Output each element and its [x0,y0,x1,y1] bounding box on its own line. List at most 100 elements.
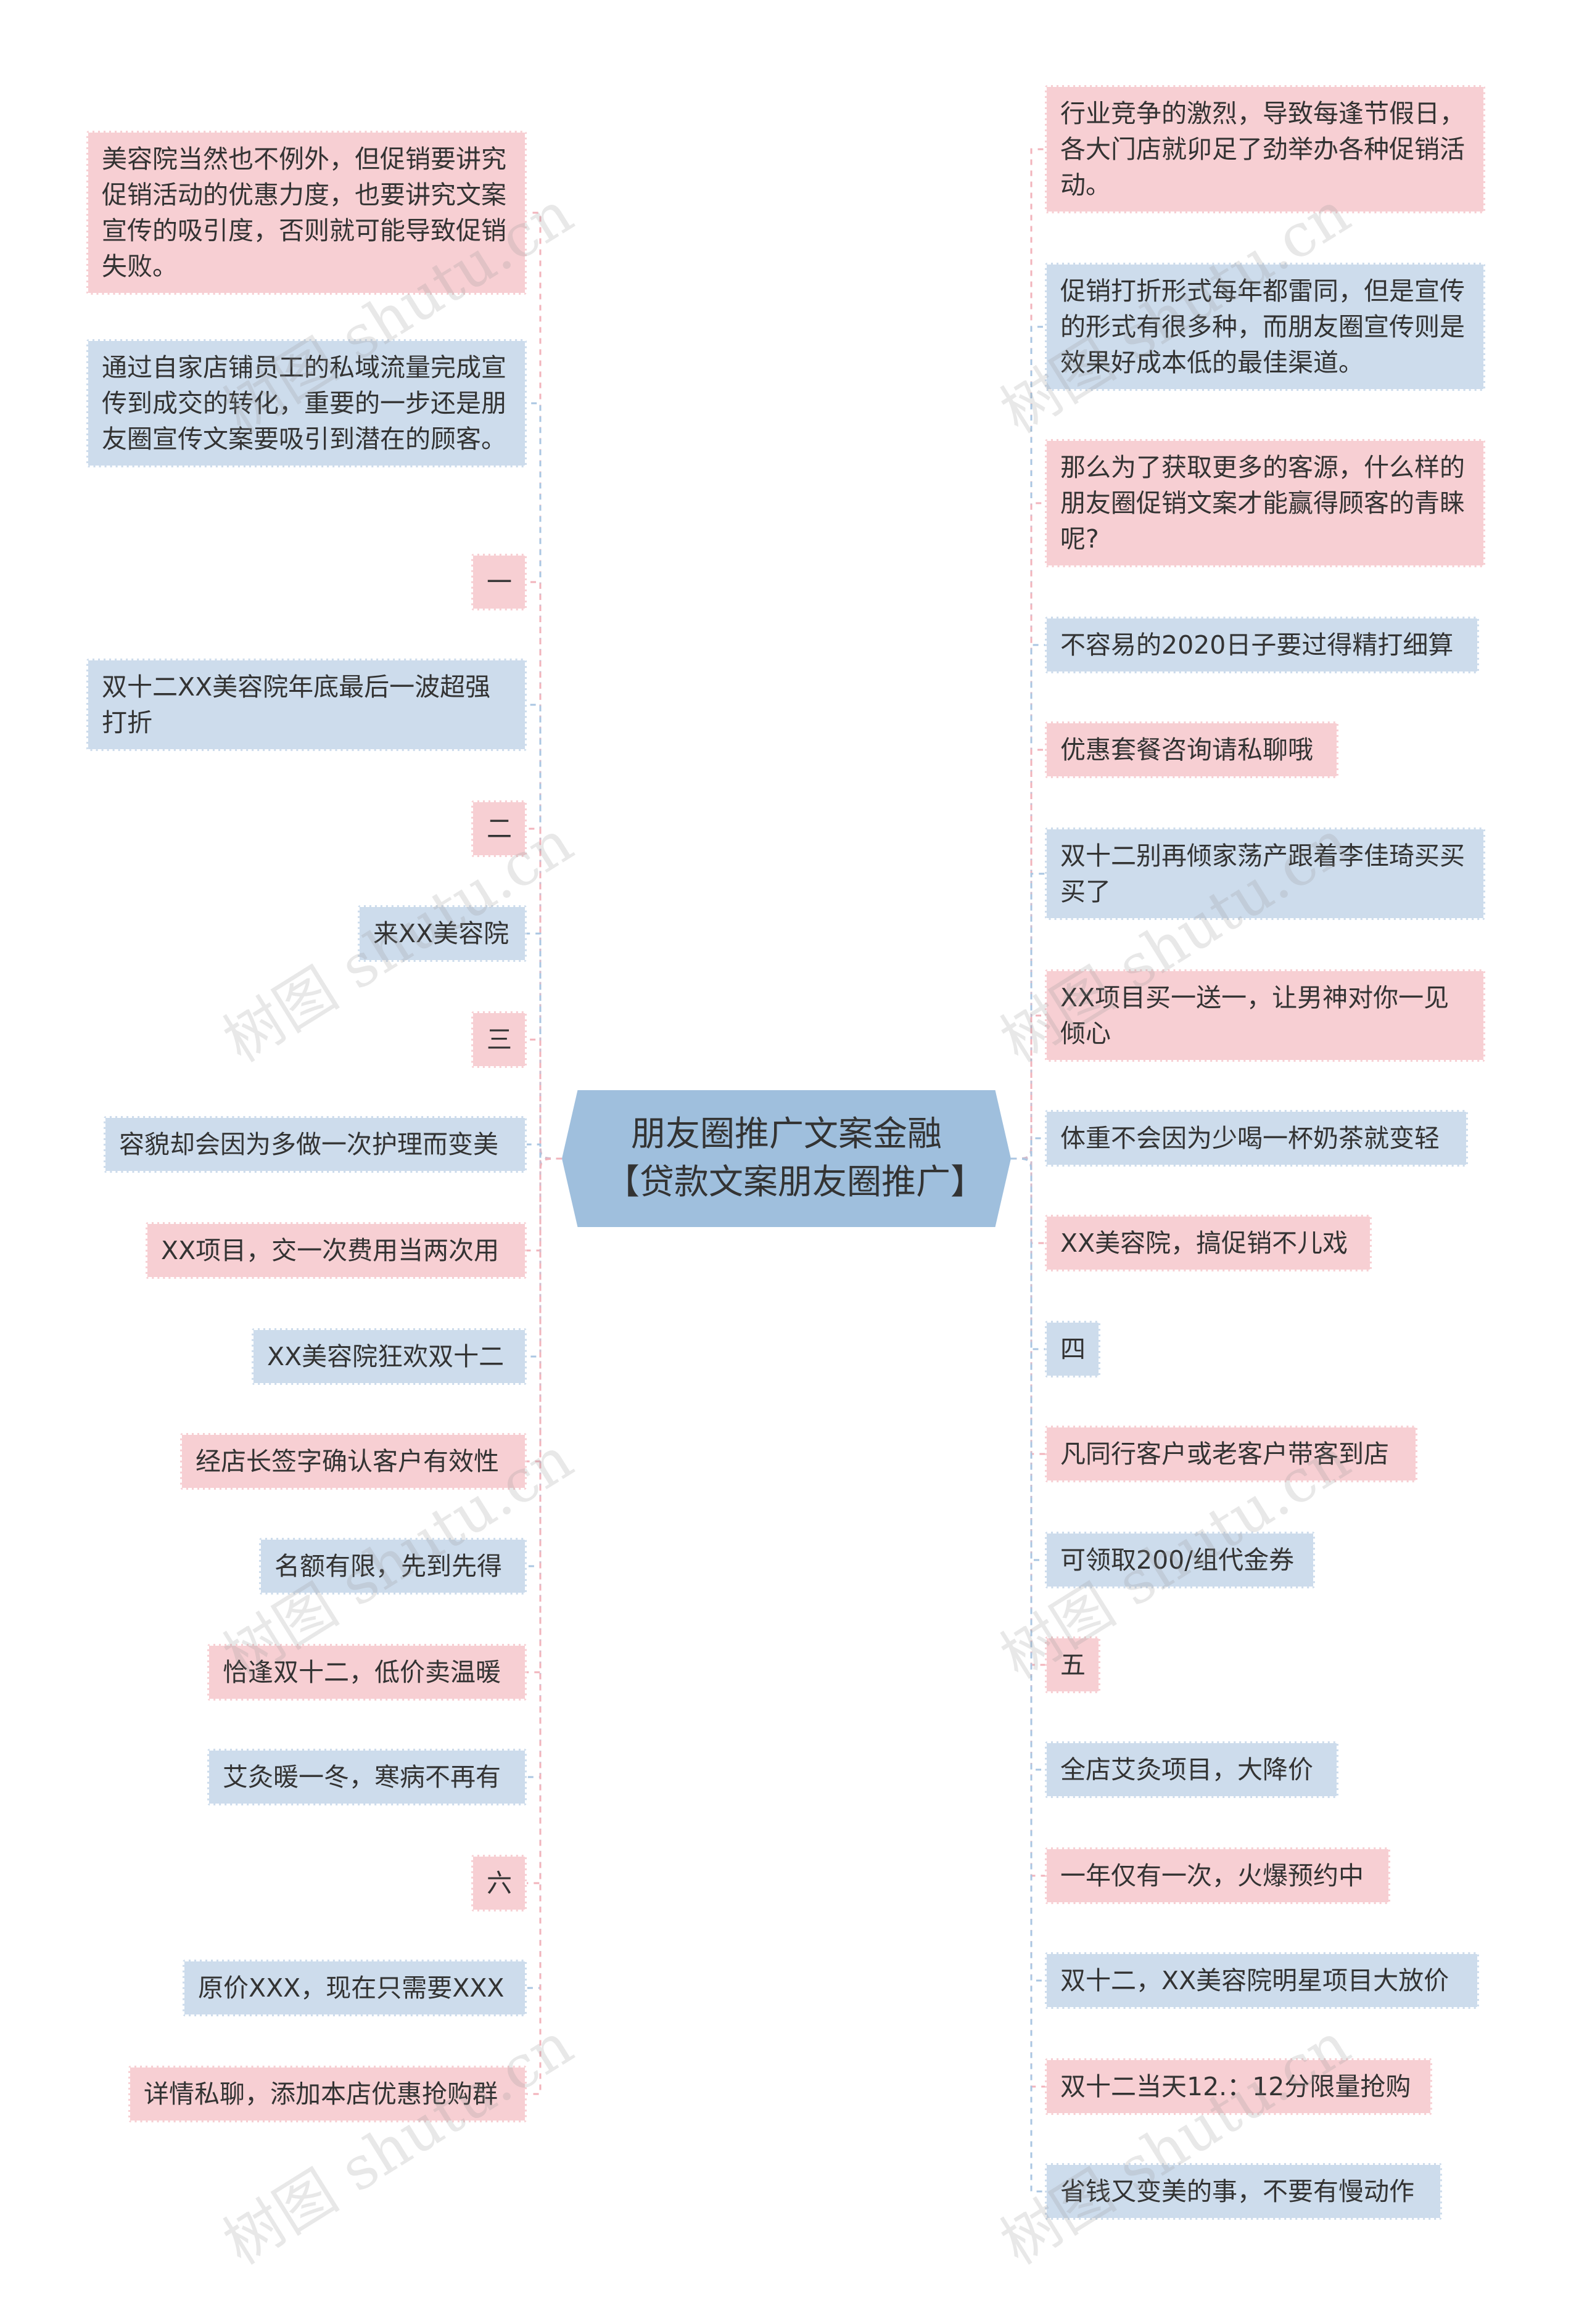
right-node-3-label: 那么为了获取更多的客源，什么样的朋友圈促销文案才能赢得顾客的青睐呢? [1060,453,1465,554]
right-node-8[interactable]: 体重不会因为少喝一杯奶茶就变轻 [1045,1110,1468,1167]
right-node-12[interactable]: 可领取200/组代金券 [1045,1532,1315,1588]
right-node-17[interactable]: 双十二当天12.：12分限量抢购 [1045,2058,1432,2115]
central-topic[interactable]: 朋友圈推广文案金融【贷款文案朋友圈推广】 [562,1090,1011,1227]
connector-left-node-14 [527,1157,563,1778]
right-node-11[interactable]: 凡同行客户或老客户带客到店 [1045,1426,1417,1482]
connector-right-node-4 [1010,644,1045,1160]
connector-right-node-9 [1010,1157,1045,1244]
right-node-7[interactable]: XX项目买一送一，让男神对你一见倾心 [1045,969,1485,1062]
left-node-2-label: 通过自家店铺员工的私域流量完成宣传到成交的转化，重要的一步还是朋友圈宣传文案要吸… [102,353,506,454]
left-node-8-label: 容貌却会因为多做一次护理而变美 [119,1130,498,1159]
connector-left-node-13 [527,1157,563,1673]
connector-right-node-8 [1010,1137,1045,1160]
connector-right-node-15 [1010,1157,1045,1877]
right-node-12-label: 可领取200/组代金券 [1060,1545,1295,1575]
left-node-9-label: XX项目，交一次费用当两次用 [161,1236,500,1265]
left-node-14-label: 艾灸暖一冬，寒病不再有 [223,1762,501,1792]
right-node-16[interactable]: 双十二，XX美容院明星项目大放价 [1045,1952,1479,2009]
connector-right-node-2 [1010,326,1045,1160]
connector-right-node-13 [1010,1157,1045,1666]
right-node-8-label: 体重不会因为少喝一杯奶茶就变轻 [1060,1123,1440,1153]
left-node-17[interactable]: 详情私聊，添加本店优惠抢购群 [128,2066,527,2122]
right-node-2[interactable]: 促销打折形式每年都雷同，但是宣传的形式有很多种，而朋友圈宣传则是效果好成本低的最… [1045,263,1485,391]
right-node-16-label: 双十二，XX美容院明星项目大放价 [1060,1966,1449,1995]
left-node-15-label: 六 [487,1868,512,1898]
left-node-7-label: 三 [487,1025,512,1054]
left-node-11-label: 经店长签字确认客户有效性 [196,1447,499,1476]
right-node-14[interactable]: 全店艾灸项目，大降价 [1045,1741,1338,1798]
left-node-7[interactable]: 三 [471,1011,527,1068]
left-node-1-label: 美容院当然也不例外，但促销要讲究促销活动的优惠力度，也要讲究文案宣传的吸引度，否… [102,144,506,281]
right-node-6[interactable]: 双十二别再倾家荡产跟着李佳琦买买买了 [1045,827,1485,920]
connector-right-node-14 [1010,1157,1045,1771]
connector-left-node-2 [527,402,563,1160]
left-node-13-label: 恰逢双十二，低价卖温暖 [223,1657,501,1687]
connector-right-node-7 [1010,1014,1045,1160]
right-node-18-label: 省钱又变美的事，不要有慢动作 [1060,2177,1414,2206]
right-node-6-label: 双十二别再倾家荡产跟着李佳琦买买买了 [1060,841,1465,906]
left-node-1[interactable]: 美容院当然也不例外，但促销要讲究促销活动的优惠力度，也要讲究文案宣传的吸引度，否… [86,131,527,295]
right-node-10[interactable]: 四 [1045,1321,1100,1378]
right-node-4-label: 不容易的2020日子要过得精打细算 [1060,630,1454,660]
connector-left-node-1 [527,211,563,1160]
connector-right-node-3 [1010,502,1045,1160]
right-node-9-label: XX美容院，搞促销不儿戏 [1060,1228,1348,1258]
left-node-12-label: 名额有限，先到先得 [274,1551,502,1581]
left-node-17-label: 详情私聊，添加本店优惠抢购群 [144,2079,498,2109]
connector-left-node-12 [527,1157,563,1567]
right-node-11-label: 凡同行客户或老客户带客到店 [1060,1439,1389,1469]
left-node-14[interactable]: 艾灸暖一冬，寒病不再有 [207,1749,527,1805]
left-node-3[interactable]: 一 [471,554,527,610]
connector-right-node-1 [1010,148,1045,1160]
connector-left-node-5 [527,827,563,1160]
connector-left-node-9 [527,1157,563,1252]
left-node-5-label: 二 [487,814,512,844]
left-node-6[interactable]: 来XX美容院 [358,905,527,962]
connector-right-node-17 [1010,1157,1045,2088]
left-node-4-label: 双十二XX美容院年底最后一波超强打折 [102,672,491,737]
left-node-5[interactable]: 二 [471,800,527,857]
right-node-7-label: XX项目买一送一，让男神对你一见倾心 [1060,983,1449,1048]
left-node-12[interactable]: 名额有限，先到先得 [259,1538,527,1595]
connector-left-node-10 [527,1157,563,1358]
left-node-13[interactable]: 恰逢双十二，低价卖温暖 [207,1644,527,1701]
left-node-3-label: 一 [487,567,512,597]
left-node-9[interactable]: XX项目，交一次费用当两次用 [146,1222,527,1279]
connector-left-node-7 [527,1038,563,1160]
left-node-10[interactable]: XX美容院狂欢双十二 [252,1328,527,1385]
connector-left-node-4 [527,704,563,1160]
right-node-10-label: 四 [1060,1334,1086,1364]
right-node-18[interactable]: 省钱又变美的事，不要有慢动作 [1045,2163,1442,2220]
right-node-2-label: 促销打折形式每年都雷同，但是宣传的形式有很多种，而朋友圈宣传则是效果好成本低的最… [1060,276,1465,377]
left-node-2[interactable]: 通过自家店铺员工的私域流量完成宣传到成交的转化，重要的一步还是朋友圈宣传文案要吸… [86,339,527,467]
connector-left-node-17 [527,1157,563,2095]
left-node-4[interactable]: 双十二XX美容院年底最后一波超强打折 [86,659,527,751]
right-node-1-label: 行业竞争的激烈，导致每逢节假日，各大门店就卯足了劲举办各种促销活动。 [1060,99,1465,200]
right-node-13[interactable]: 五 [1045,1636,1100,1693]
left-node-10-label: XX美容院狂欢双十二 [267,1342,505,1371]
connector-right-node-12 [1010,1157,1045,1561]
connector-left-node-11 [527,1157,563,1463]
left-node-8[interactable]: 容貌却会因为多做一次护理而变美 [104,1116,527,1173]
connector-right-node-18 [1010,1157,1045,2193]
right-node-3[interactable]: 那么为了获取更多的客源，什么样的朋友圈促销文案才能赢得顾客的青睐呢? [1045,439,1485,567]
connector-right-node-16 [1010,1157,1045,1982]
left-node-11[interactable]: 经店长签字确认客户有效性 [180,1433,527,1490]
right-node-13-label: 五 [1060,1650,1086,1680]
right-node-9[interactable]: XX美容院，搞促销不儿戏 [1045,1215,1372,1271]
connector-left-node-3 [527,581,563,1160]
right-node-5-label: 优惠套餐咨询请私聊哦 [1060,735,1313,765]
connector-left-node-8 [527,1143,563,1160]
left-node-6-label: 来XX美容院 [373,919,509,948]
connector-right-node-11 [1010,1157,1045,1455]
right-node-1[interactable]: 行业竞争的激烈，导致每逢节假日，各大门店就卯足了劲举办各种促销活动。 [1045,85,1485,213]
connector-left-node-15 [527,1157,563,1884]
right-node-5[interactable]: 优惠套餐咨询请私聊哦 [1045,721,1338,778]
left-node-16[interactable]: 原价XXX，现在只需要XXX [183,1960,527,2016]
left-node-15[interactable]: 六 [471,1855,527,1911]
connector-left-node-16 [527,1157,563,1989]
right-node-17-label: 双十二当天12.：12分限量抢购 [1060,2072,1411,2101]
right-node-4[interactable]: 不容易的2020日子要过得精打细算 [1045,617,1479,673]
right-node-15[interactable]: 一年仅有一次，火爆预约中 [1045,1847,1390,1904]
